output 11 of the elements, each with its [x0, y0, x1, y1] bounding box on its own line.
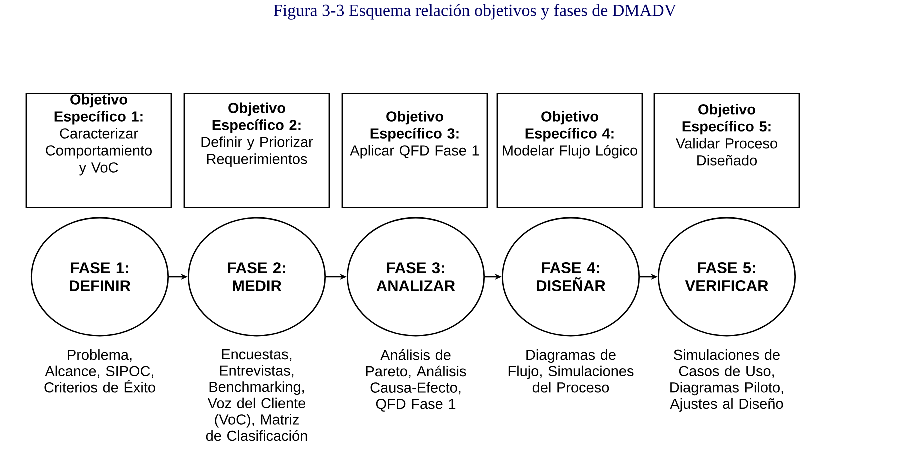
- phase-description: Diagramas de Flujo, Simulaciones del Proceso: [508, 350, 634, 393]
- objective-box: Objetivo Específico 2: Definir y Priorizar Requerimientos: [184, 93, 330, 208]
- objective-box: Objetivo Específico 3: Aplicar QFD Fase 1: [342, 93, 488, 208]
- title: Figura 3-3 Esquema relación objetivos y fases de DMADV: [274, 4, 676, 20]
- phase-description: Simulaciones de Casos de Uso, Diagramas Piloto, Ajustes al Diseño: [670, 350, 784, 412]
- objective-box: Objetivo Específico 5: Validar Proceso Diseñado: [654, 93, 800, 208]
- phase-description: Problema, Alcance, SIPOC, Criterios de Éxito: [44, 350, 156, 393]
- phase-description: Análisis de Pareto, Análisis Causa-Efecto, QFD Fase 1: [366, 350, 466, 412]
- phase-description: Encuestas, Entrevistas, Benchmarking, Voz del Cliente (VoC), Matriz de Clasificación: [206, 350, 308, 442]
- objective-box: Objetivo Específico 4: Modelar Flujo Lógico: [496, 93, 644, 208]
- objective-box: Objetivo Específico 1: Caracterizar Comportamiento y VoC: [26, 93, 172, 208]
